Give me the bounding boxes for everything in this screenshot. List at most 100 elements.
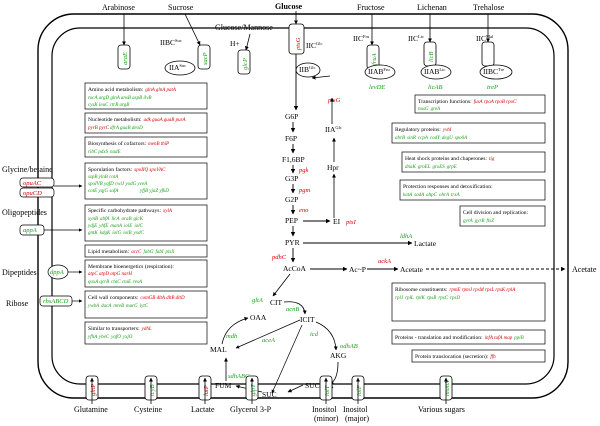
trehalose-transporter (481, 41, 495, 67)
glcP-gene: glcP (242, 58, 249, 70)
araE-gene: araE (122, 52, 129, 65)
svg-text:rocA argD glnA ansB aspB ilvB: rocA argD glnA ansB aspB ilvB (88, 96, 151, 101)
arabinose-label: Arabinose (102, 3, 135, 12)
cysteine-label: Cysteine (134, 405, 162, 414)
iiab-fru-oval (364, 64, 396, 80)
glycine-betaine-label: Glycine/betaine (2, 165, 53, 174)
msmX-gene: msmX (444, 379, 451, 396)
box-lipid (84, 244, 208, 258)
oaa-metabolite: OAA (250, 313, 267, 322)
iia-glc-label: IIAGlc (325, 125, 342, 134)
svg-text:atpC atpD atpG narH: atpC atpD atpG narH (88, 272, 132, 277)
aceA-gene: aceA (262, 337, 275, 344)
g6p-metabolite: G6P (285, 112, 298, 121)
lactate-metabolite: Lactate (414, 239, 437, 248)
iic-fru-label: IICFru (353, 34, 370, 43)
glucose-mannose-label: Glucose/Mannose (215, 23, 273, 32)
g2p-metabolite: G2P (285, 195, 298, 204)
right-info-boxes: Transcription functions:fusA rpoA rpoB r… (391, 94, 546, 363)
box-carbohydrate (84, 204, 208, 242)
lichenan-transporter: licB (423, 41, 437, 67)
box-transcription (414, 94, 546, 114)
iibc-tre-oval (479, 64, 513, 80)
inositol-major-label: Inositol (343, 405, 368, 414)
svg-text:Cell wall components:comGB dlt: Cell wall components:comGB dltA dltB dlt… (88, 295, 185, 301)
pdhC-gene: pdhC (271, 254, 287, 261)
svg-text:Cell division and replication:: Cell division and replication: (463, 210, 529, 216)
various-sugars-label: Various sugars (418, 405, 465, 414)
sucrose-transporter: sacP (197, 44, 211, 70)
svg-text:Similar to transporters:ydhL: Similar to transporters:ydhL (88, 326, 152, 332)
box-membrane (84, 259, 208, 288)
acetate-out-label: Acetate (572, 265, 597, 274)
ptsG-gene-top: ptsG (295, 37, 302, 51)
ict-metabolite: ICIT (300, 315, 315, 324)
svg-text:sspB ylnB cotA: sspB ylnB cotA (88, 175, 119, 180)
iic-glc-label: IICGlc (306, 41, 323, 50)
h-plus-label: H+ (230, 39, 240, 48)
f16bp-metabolite: F1,6BP (282, 155, 305, 164)
opuAC-gene: opuAC (23, 180, 42, 187)
box-regulatory (391, 122, 546, 144)
ei-label: EI (333, 217, 341, 226)
pyr-metabolite: PYR (285, 238, 300, 247)
oligopeptides-label: Oligopeptides (2, 208, 47, 217)
left-info-boxes: Amino acid metabolism:glnA glnA patA roc… (84, 82, 208, 345)
iic-lic-label: IICLic (408, 34, 424, 43)
dipeptides-label: Dipeptides (2, 268, 37, 277)
iolT-gene: iolT (324, 385, 331, 396)
f6p-metabolite: F6P (285, 134, 297, 143)
dppA-gene: dppA (50, 269, 64, 276)
pgm-gene: pgm (298, 187, 311, 194)
eno-gene: eno (299, 207, 309, 214)
mdh-gene: mdh (226, 333, 237, 340)
iia-suc-label: IIASuc (169, 63, 186, 72)
g3p-metabolite: G3P (285, 174, 298, 183)
hpr-label: Hpr (327, 163, 339, 172)
iiab-fru-label: IIABFru (368, 67, 390, 76)
licB-gene: licB (428, 52, 435, 62)
opuAC-transporter (19, 177, 55, 188)
levDE-gene: levDE (369, 84, 385, 91)
svg-text:pyrB pyrC: pyrB pyrC (87, 126, 110, 131)
iic-mal-label: IICMal (476, 34, 494, 43)
glycolysis-pathway: G6P F6P F1,6BP pgk G3P pgm G2P eno PEP P… (271, 54, 311, 273)
sdhABC-gene: sdhABC (228, 373, 250, 380)
glycerol3p-label: Glycerol 3-P (230, 405, 272, 414)
glucose-pts-transporter: ptsG (288, 23, 305, 55)
opuCD-transporter (19, 187, 55, 198)
svg-text:Biosynthesis of cofactors:menB: Biosynthesis of cofactors:menB thiP (88, 140, 169, 147)
iiab-lic-label: IIABLic (424, 67, 445, 76)
acnB-gene: acnB (286, 306, 299, 313)
appA-gene: appA (23, 227, 37, 234)
cit-metabolite: CIT (270, 298, 283, 307)
ptsI-gene: ptsI (345, 219, 357, 226)
lactate-out-label: Lactate (191, 405, 215, 414)
svg-text:Proteins - translation and mod: Proteins - translation and modification:… (395, 334, 524, 341)
iib-glc-label: IIBGlc (299, 65, 316, 74)
iibc-suc-label: IIBCSuc (160, 38, 182, 47)
acetate-metabolite: Acetate (400, 265, 424, 274)
glucose-label: Glucose (275, 2, 303, 11)
glucose-mannose-transporter: glcP (237, 49, 251, 75)
fruA-gene: fruA (371, 53, 378, 65)
box-ribosome (391, 282, 546, 322)
ackA-gene: ackA (378, 258, 391, 265)
box-cell-wall (84, 290, 208, 319)
svg-text:yfjB yjaZ yfkD: yfjB yjaZ yfkD (139, 189, 169, 194)
glutamine-label: Glutamine (74, 405, 108, 414)
svg-text:Ribosome constituents:rpmE rpm: Ribosome constituents:rpmE rpmJ rpsM rps… (395, 287, 516, 293)
box-secretion (411, 349, 546, 363)
box-nucleotide (84, 112, 208, 134)
box-amino-acid (84, 82, 208, 110)
box-transporters (84, 321, 208, 345)
